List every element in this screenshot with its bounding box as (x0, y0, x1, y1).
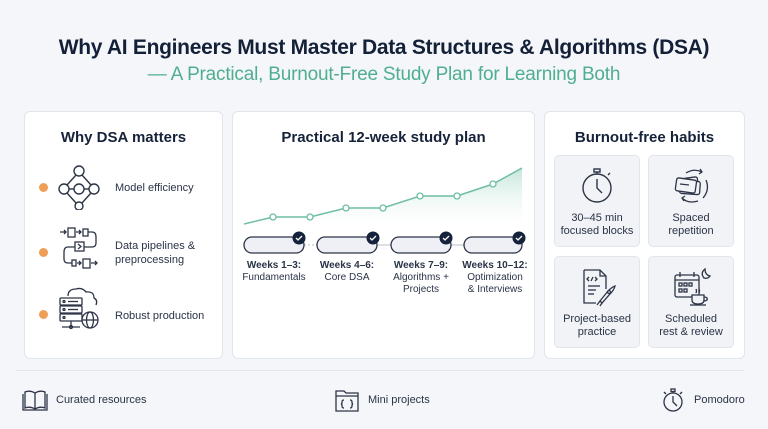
phase-weeks: Weeks 4–6: (319, 260, 375, 271)
code-folder-icon (335, 390, 359, 412)
footer-label: Curated resources (56, 394, 147, 406)
habit-label-line1: Spaced (672, 212, 710, 224)
habit-label-line2: repetition (668, 225, 714, 237)
phase-topic: Algorithms + Projects (393, 272, 449, 295)
bullet-dot-icon (39, 310, 48, 319)
why-item-label: Robust production (115, 310, 205, 322)
habit-label: Project-based practice (555, 313, 639, 339)
phase-4: Weeks 10–12: Optimization & Interviews (457, 260, 533, 296)
habit-label: Spaced repetition (649, 212, 733, 238)
habit-label-line2: rest & review (659, 326, 723, 338)
footer-divider (16, 370, 744, 371)
neural-network-icon (58, 165, 100, 210)
why-item-label: Model efficiency (115, 182, 194, 194)
page-title: Why AI Engineers Must Master Data Struct… (58, 36, 710, 59)
habit-tile-project-based: Project-based practice (554, 256, 640, 348)
bullet-dot-icon (39, 248, 48, 257)
habit-tile-spaced-repetition: Spaced repetition (648, 155, 734, 247)
phase-pill (390, 236, 452, 254)
why-item-label: Data pipelines & preprocessing (115, 240, 196, 266)
habit-label-line1: 30–45 min (571, 212, 623, 224)
data-pipeline-icon (60, 227, 98, 269)
phase-pill (243, 236, 305, 254)
calendar-coffee-moon-icon (674, 267, 712, 306)
footer-item-curated-resources: Curated resources (22, 387, 182, 413)
bullet-dot-icon (39, 183, 48, 192)
progress-markers (269, 180, 497, 221)
phase-2: Weeks 4–6: Core DSA (310, 260, 384, 284)
habit-label-line1: Project-based (563, 313, 631, 325)
habit-label-line2: practice (577, 326, 617, 338)
footer-item-pomodoro: Pomodoro (660, 387, 760, 413)
phase-topic: Core DSA (324, 272, 370, 283)
habit-label-line1: Scheduled (665, 313, 717, 325)
flashcards-cycle-icon (674, 168, 709, 203)
study-plan-title: Practical 12-week study plan (281, 129, 486, 146)
phase-pill (463, 236, 523, 254)
footer-item-mini-projects: Mini projects (334, 387, 454, 413)
page-subtitle: — A Practical, Burnout-Free Study Plan f… (147, 64, 621, 85)
why-dsa-panel: Why DSA matters Model efficiency (24, 111, 223, 359)
habit-tile-focused-blocks: 30–45 min focused blocks (554, 155, 640, 247)
phase-topic: Fundamentals (242, 272, 306, 283)
phase-weeks: Weeks 7–9: (393, 260, 449, 271)
footer-label: Pomodoro (694, 394, 745, 406)
habit-label-line2: focused blocks (560, 225, 634, 237)
check-badge-icon (292, 231, 526, 245)
habit-label: Scheduled rest & review (649, 313, 733, 339)
habits-title: Burnout-free habits (574, 129, 715, 146)
stopwatch-icon (582, 168, 612, 203)
progress-area (244, 168, 522, 232)
why-item-model-efficiency: Model efficiency (25, 162, 222, 212)
habit-tile-scheduled-rest: Scheduled rest & review (648, 256, 734, 348)
code-doc-rocket-icon (583, 269, 616, 307)
why-dsa-title: Why DSA matters (60, 129, 187, 146)
progress-chart (243, 167, 526, 254)
book-icon (22, 390, 48, 411)
phase-1: Weeks 1–3: Fundamentals (237, 260, 311, 284)
phase-3: Weeks 7–9: Algorithms + Projects (384, 260, 458, 296)
stopwatch-icon (663, 388, 683, 412)
phase-weeks: Weeks 1–3: (246, 260, 302, 271)
habits-panel: Burnout-free habits 30–45 min focused bl… (544, 111, 745, 359)
why-item-data-pipelines: Data pipelines & preprocessing (25, 227, 222, 277)
server-cloud-icon (59, 287, 99, 330)
phase-weeks: Weeks 10–12: (462, 260, 528, 271)
phase-pill (316, 236, 378, 254)
footer-label: Mini projects (368, 394, 430, 406)
phase-topic: Optimization & Interviews (467, 272, 523, 295)
habit-label: 30–45 min focused blocks (555, 212, 639, 238)
why-item-robust-production: Robust production (25, 287, 222, 340)
study-plan-panel: Practical 12-week study plan (232, 111, 535, 359)
